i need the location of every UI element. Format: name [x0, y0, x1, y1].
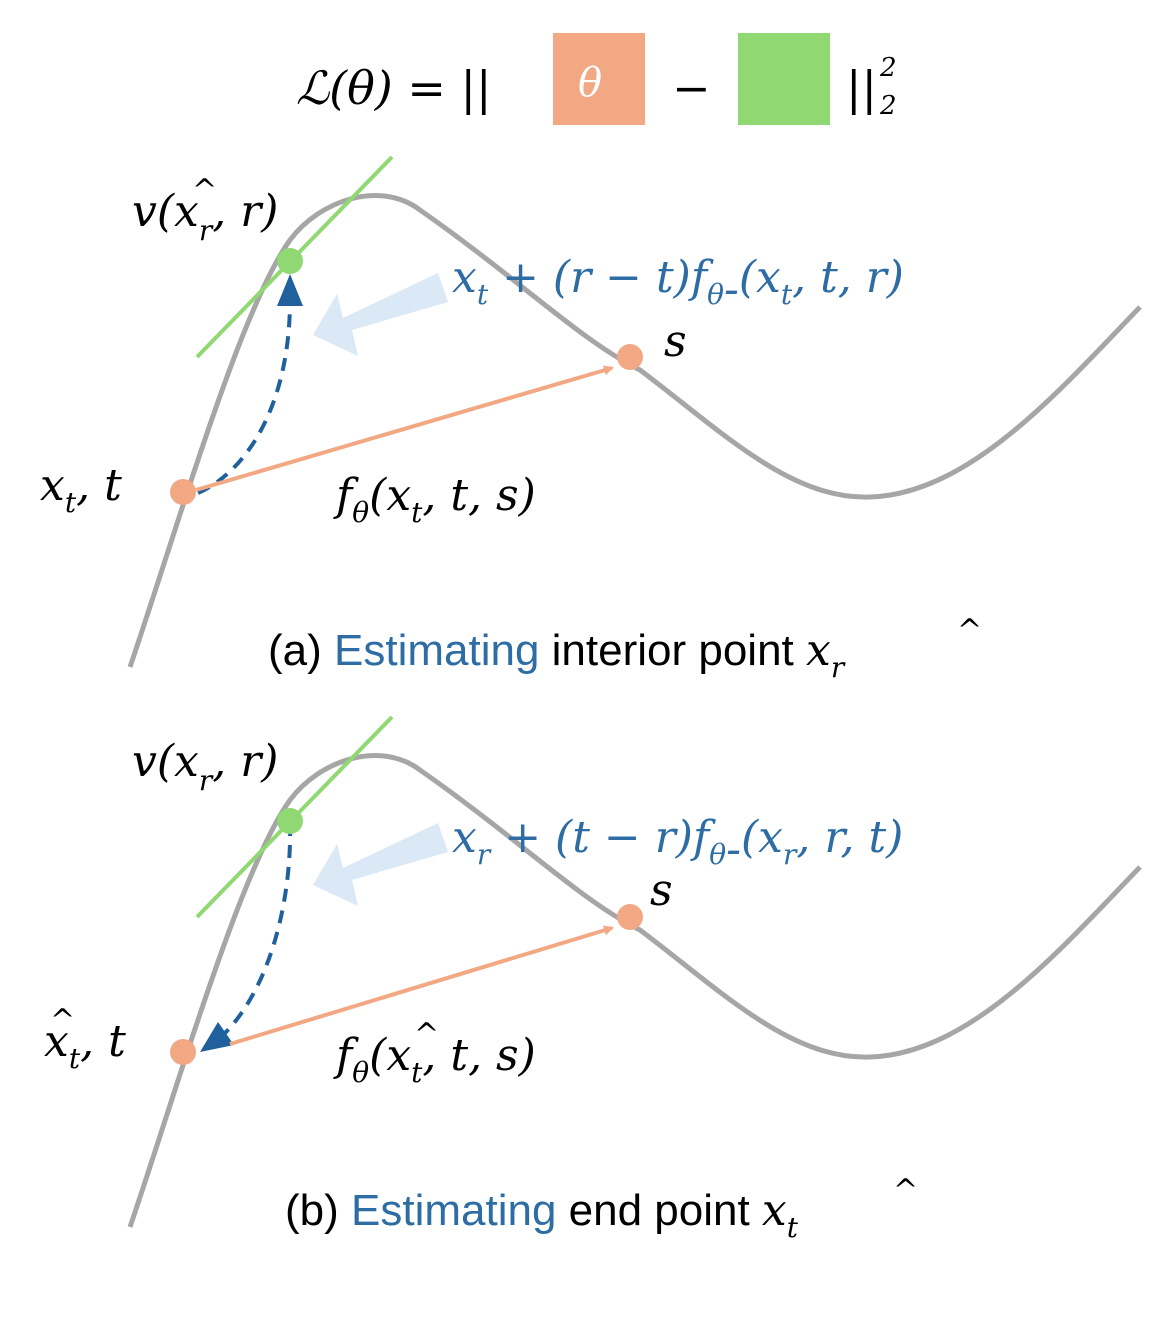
f-theta-arrow: [229, 925, 614, 1046]
s-point: [617, 344, 643, 370]
blue-expression: xt + (r − t)fθ-(xt, t, r): [452, 252, 904, 315]
blue-expression: xr + (t − r)fθ-(xr, r, t): [452, 812, 903, 875]
start-label: xt, t: [40, 460, 122, 519]
loss-equation: ℒ(θ) = || θ − || 2 2: [296, 33, 897, 125]
panel-a: v(xr, r) ^ xt + (r − t)fθ-(xt, t, r) s x…: [40, 155, 1142, 684]
loss-minus: −: [672, 61, 711, 115]
caption-b-hat: ^: [893, 1173, 918, 1208]
f-theta-label: fθ(xt, t, s): [333, 1030, 536, 1089]
loss-norm-sub: 2: [879, 91, 897, 121]
hat-accent: ^: [50, 1003, 75, 1038]
trajectory-curve: [127, 193, 1142, 668]
caption-a: (a) Estimating interior point xr: [268, 625, 846, 684]
start-label: xt, t: [44, 1016, 126, 1075]
caption-b: (b) Estimating end point xt: [285, 1185, 799, 1244]
blue-arrowhead: [200, 1022, 234, 1052]
interior-point: [277, 808, 303, 834]
target-box: [738, 33, 830, 125]
dashed-blue-path: [197, 299, 292, 495]
caption-a-hat: ^: [957, 613, 982, 648]
tangent-label: v(xr, r): [132, 186, 278, 247]
theta-box: [553, 33, 645, 125]
loss-lhs: ℒ(θ) = ||: [296, 61, 492, 115]
dashed-blue-path: [220, 822, 293, 1038]
f-theta-arrow: [195, 365, 614, 492]
f-label-hat: ^: [414, 1017, 439, 1052]
start-point: [170, 479, 196, 505]
interior-point: [277, 248, 303, 274]
loss-norm-sup: 2: [879, 53, 897, 83]
light-blue-arrow: [313, 273, 448, 356]
panel-b: v(xr, r) xr + (t − r)fθ-(xr, r, t) s xt,…: [44, 715, 1142, 1244]
s-label: s: [650, 865, 673, 916]
tangent-label: v(xr, r): [132, 736, 278, 797]
f-theta-label: fθ(xt, t, s): [333, 470, 536, 529]
theta-box-label: θ: [578, 60, 602, 106]
loss-norm-close: ||: [846, 61, 877, 115]
trajectory-curve: [127, 753, 1142, 1228]
s-label: s: [664, 316, 687, 367]
blue-arrowhead: [277, 274, 303, 306]
light-blue-arrow: [313, 823, 448, 906]
s-point: [617, 904, 643, 930]
start-point: [170, 1039, 196, 1065]
hat-accent: ^: [192, 173, 217, 208]
